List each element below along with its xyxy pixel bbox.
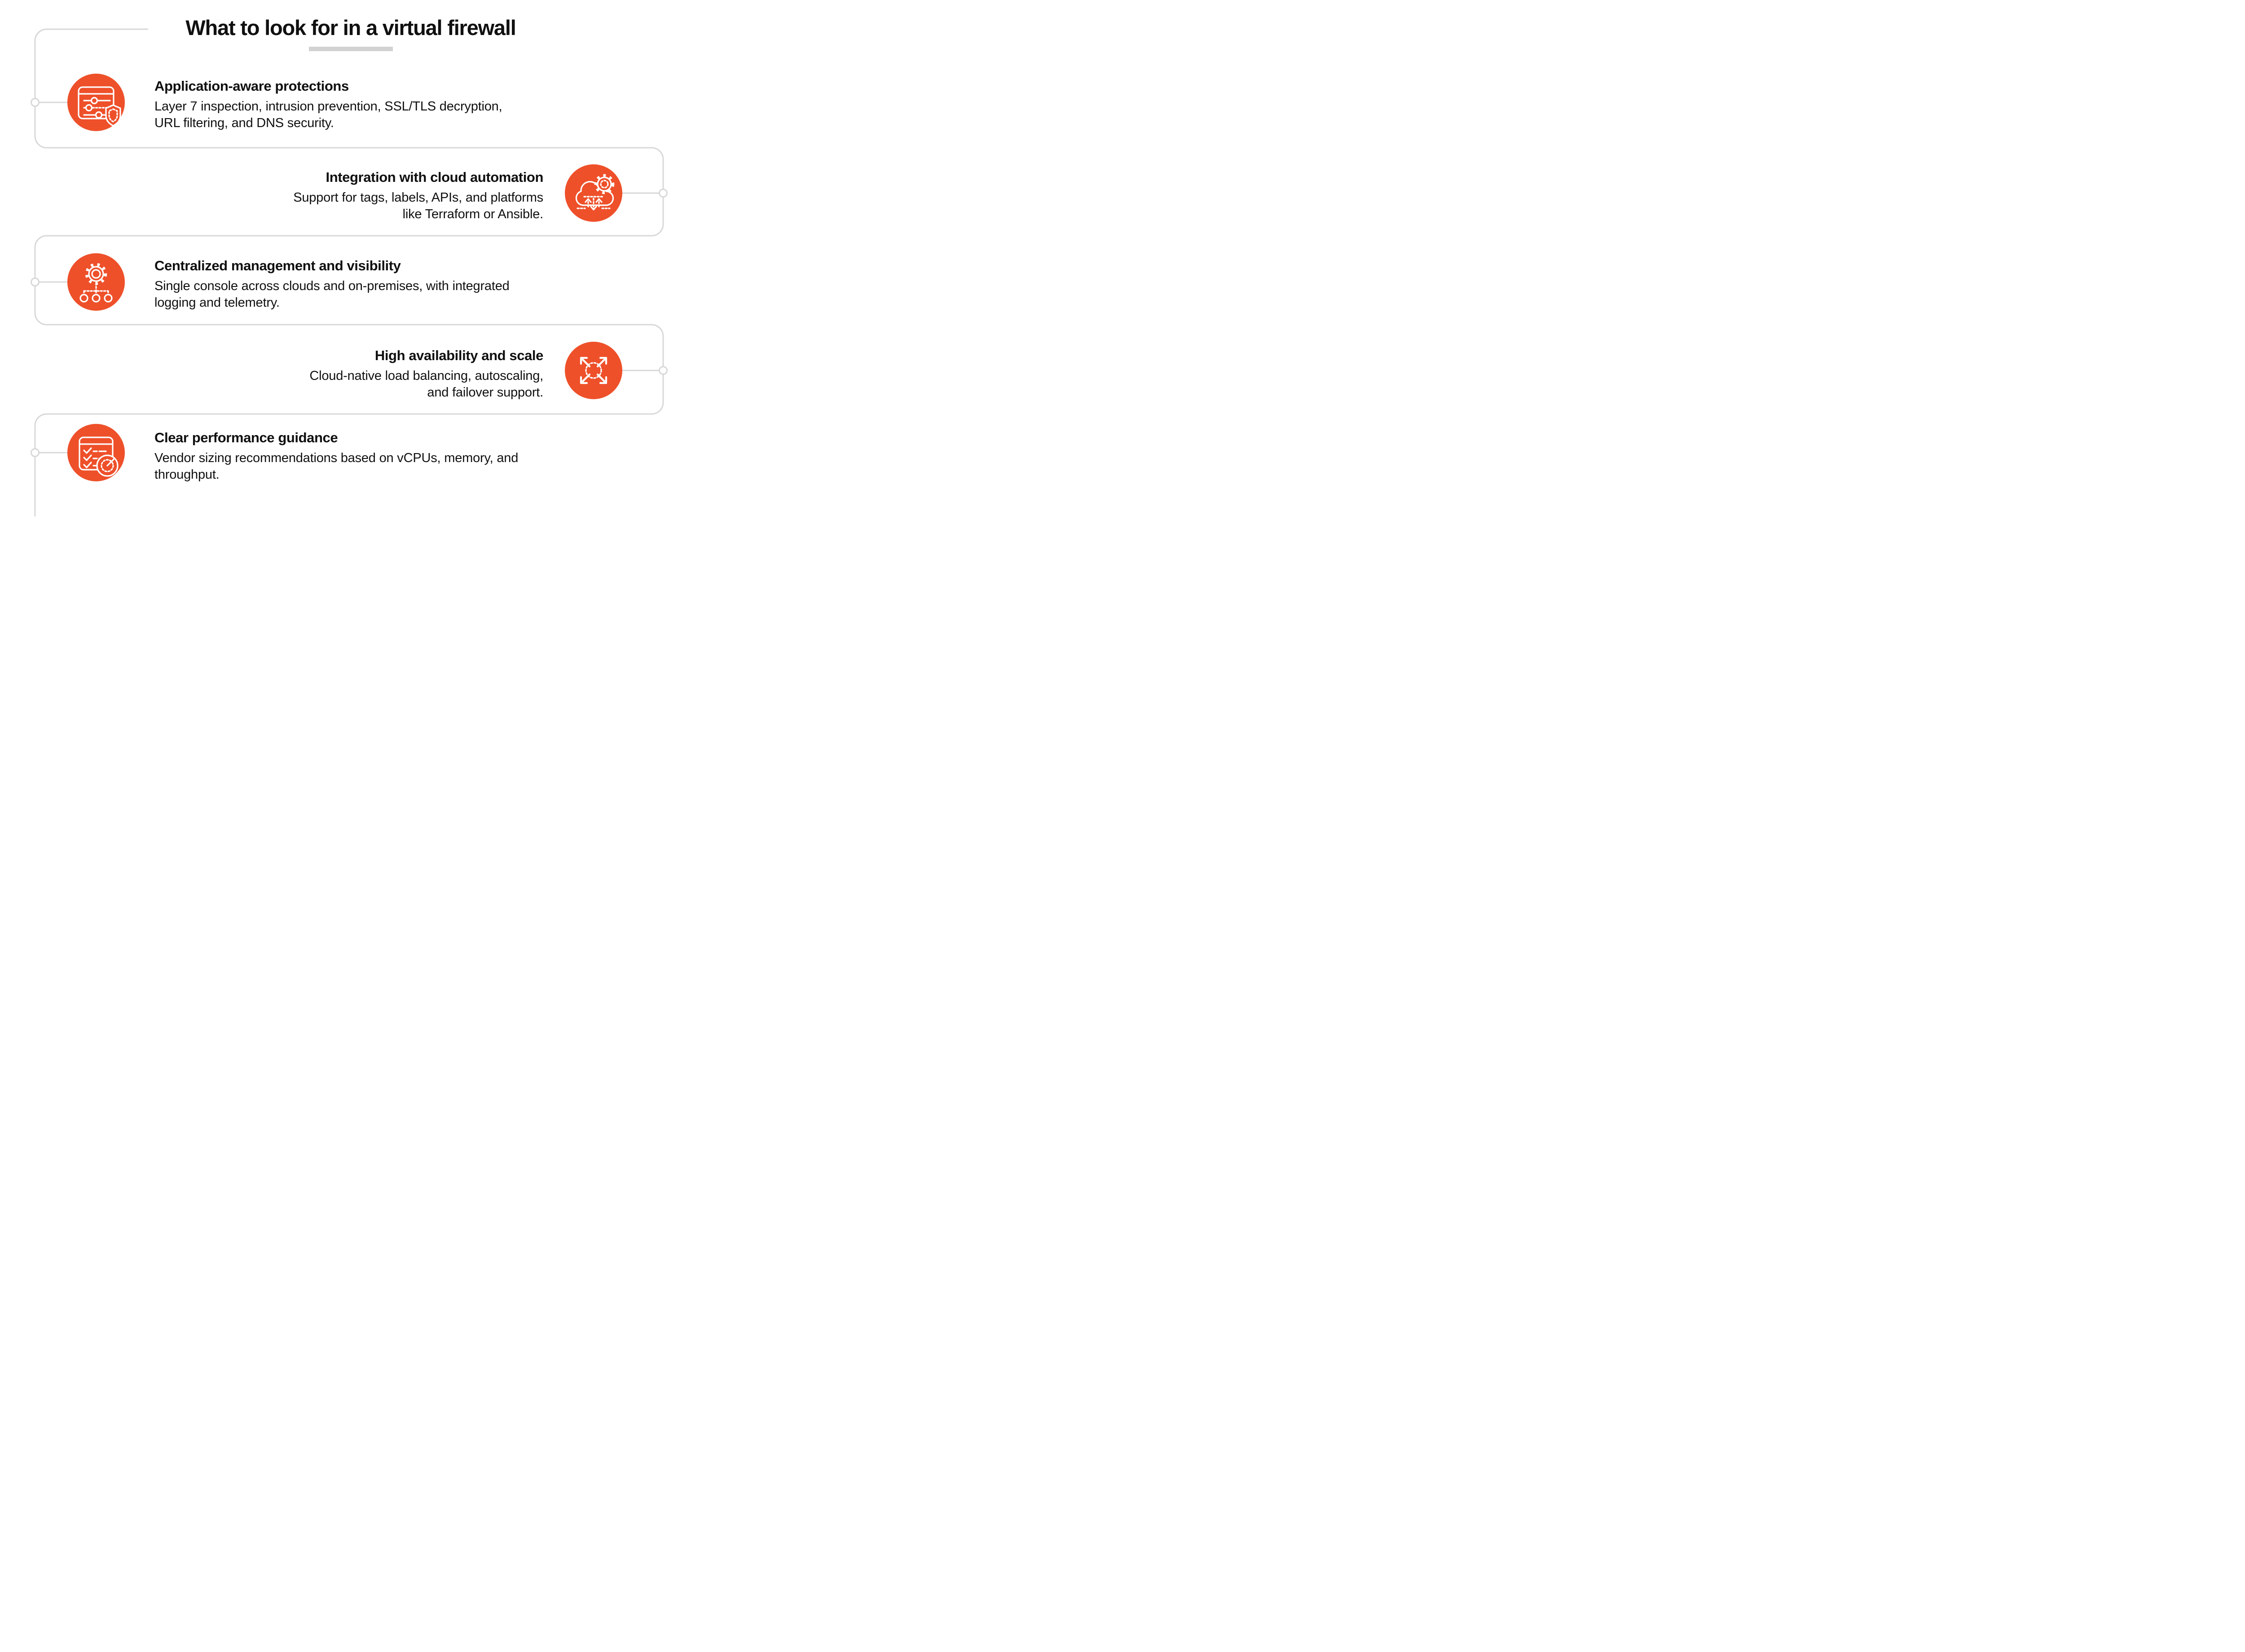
item-5-badge [67, 424, 125, 481]
item-2: Integration with cloud automation Suppor… [293, 169, 543, 223]
title-underline [309, 47, 393, 51]
cloud-gear-sync-icon [575, 174, 615, 211]
item-2-heading: Integration with cloud automation [326, 169, 544, 185]
item-5-body: Vendor sizing recommendations based on v… [154, 451, 519, 482]
infographic-page: What to look for in a virtual firewall A… [0, 0, 701, 516]
page-title: What to look for in a virtual firewall [185, 16, 516, 40]
item-4: High availability and scale Cloud-native… [309, 348, 543, 401]
item-5-heading: Clear performance guidance [154, 430, 338, 445]
gear-hierarchy-icon [79, 263, 113, 303]
item-2-body: Support for tags, labels, APIs, and plat… [293, 190, 543, 221]
item-5: Clear performance guidance Vendor sizing… [154, 430, 518, 483]
item-3-badge [67, 253, 125, 311]
item-4-body: Cloud-native load balancing, autoscaling… [309, 369, 543, 400]
node-ring-4 [659, 366, 668, 375]
item-3: Centralized management and visibility Si… [154, 258, 510, 311]
serpentine-line [34, 28, 664, 516]
item-1-heading: Application-aware protections [154, 78, 349, 94]
connector-path [31, 28, 668, 516]
item-3-body: Single console across clouds and on-prem… [154, 279, 510, 310]
app-window-sliders-shield-icon [78, 86, 121, 127]
item-3-heading: Centralized management and visibility [154, 258, 401, 273]
item-2-badge [565, 164, 622, 222]
item-4-badge [565, 342, 622, 399]
item-1: Application-aware protections Layer 7 in… [154, 78, 502, 132]
item-4-heading: High availability and scale [374, 348, 544, 363]
node-ring-2 [659, 189, 668, 198]
checklist-gauge-icon [79, 436, 119, 477]
node-ring-1 [31, 98, 40, 107]
item-1-badge [67, 74, 125, 131]
node-ring-3 [31, 278, 40, 286]
item-1-body: Layer 7 inspection, intrusion prevention… [154, 99, 502, 130]
expand-arrows-icon [580, 357, 607, 384]
node-ring-5 [31, 448, 40, 457]
